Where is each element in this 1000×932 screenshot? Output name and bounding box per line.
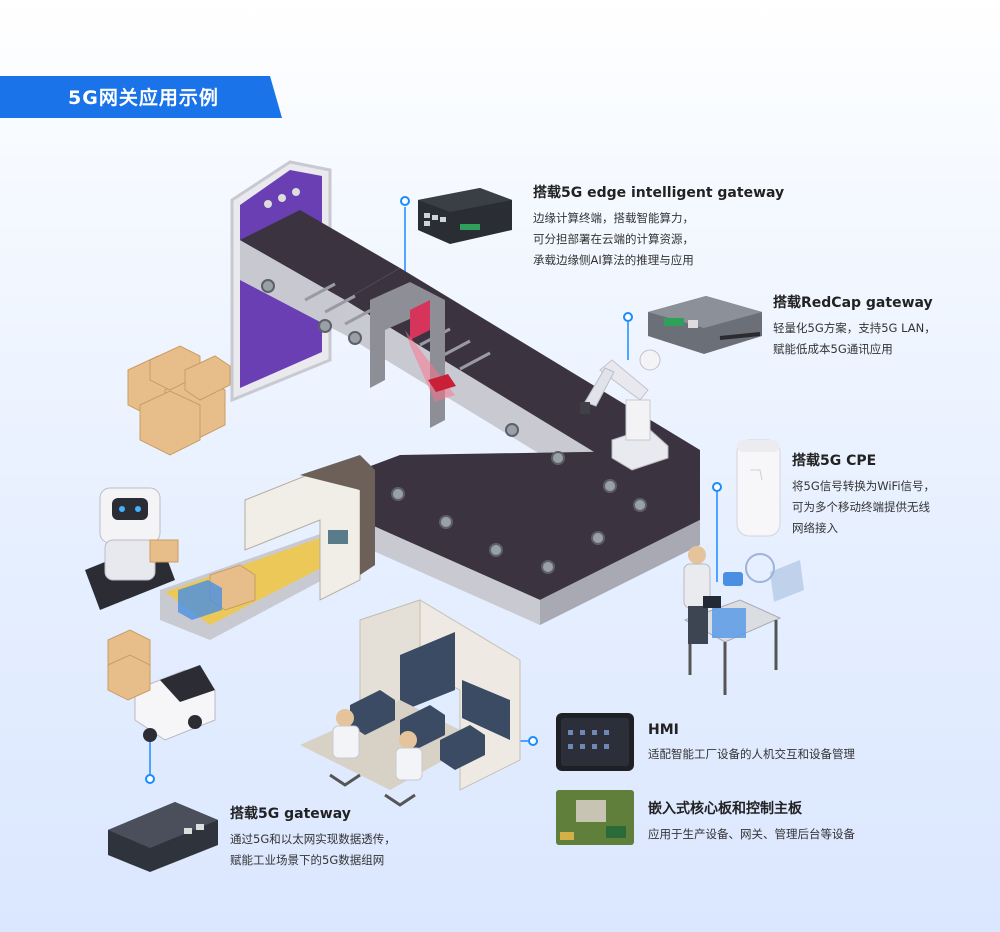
- redcap-line: 赋能低成本5G通讯应用: [773, 342, 893, 356]
- gateway-title: 搭载5G gateway: [230, 806, 351, 822]
- redcap-gateway-device: [648, 296, 762, 354]
- gateway-line: 赋能工业场景下的5G数据组网: [230, 853, 385, 867]
- redcap-marker[interactable]: [623, 312, 633, 322]
- worker-cpe-station: [683, 546, 804, 695]
- cpe-marker[interactable]: [712, 482, 722, 492]
- edge-gateway-marker[interactable]: [400, 196, 410, 206]
- edge-gateway-line: 承载边缘侧AI算法的推理与应用: [533, 253, 694, 267]
- redcap-callout: 搭载RedCap gateway 轻量化5G方案，支持5G LAN， 赋能低成本…: [773, 292, 936, 360]
- edge-gateway-device: [418, 188, 512, 244]
- cpe-callout: 搭载5G CPE 将5G信号转换为WiFi信号， 可为多个移动终端提供无线 网络…: [792, 450, 935, 539]
- section-title: 5G网关应用示例: [68, 87, 219, 109]
- cpe-line: 可为多个移动终端提供无线: [792, 500, 930, 514]
- redcap-title: 搭载RedCap gateway: [773, 295, 933, 311]
- packing-machine: [178, 455, 375, 620]
- scanner-gate: [370, 282, 456, 428]
- box-stack: [127, 345, 231, 456]
- cpe-title: 搭载5G CPE: [792, 453, 877, 469]
- edge-gateway-line: 边缘计算终端，搭载智能算力，: [533, 211, 694, 225]
- edge-gateway-title: 搭载5G edge intelligent gateway: [533, 185, 785, 201]
- cpe-line: 网络接入: [792, 521, 838, 535]
- board-callout: 嵌入式核心板和控制主板 应用于生产设备、网关、管理后台等设备: [648, 798, 855, 845]
- robot-arm: [580, 349, 669, 471]
- control-console: [300, 599, 521, 807]
- redcap-line: 轻量化5G方案，支持5G LAN，: [773, 321, 936, 335]
- gateway-callout: 搭载5G gateway 通过5G和以太网实现数据透传， 赋能工业场景下的5G数…: [230, 803, 396, 871]
- cpe-line: 将5G信号转换为WiFi信号，: [792, 479, 936, 493]
- board-line: 应用于生产设备、网关、管理后台等设备: [648, 827, 855, 841]
- 5g-gateway-device: [108, 802, 218, 872]
- delivery-cart: [107, 629, 216, 742]
- hmi-title: HMI: [648, 722, 679, 738]
- hmi-device: [556, 713, 634, 771]
- embedded-board: [556, 790, 634, 845]
- service-robot: [85, 487, 179, 610]
- gateway-line: 通过5G和以太网实现数据透传，: [230, 832, 396, 846]
- hmi-callout: HMI 适配智能工厂设备的人机交互和设备管理: [648, 722, 855, 765]
- board-title: 嵌入式核心板和控制主板: [648, 801, 802, 817]
- edge-gateway-callout: 搭载5G edge intelligent gateway 边缘计算终端，搭载智…: [533, 182, 784, 271]
- hmi-marker[interactable]: [528, 736, 538, 746]
- section-banner: [0, 76, 282, 118]
- edge-gateway-line: 可分担部署在云端的计算资源，: [533, 232, 694, 246]
- cpe-device: [736, 439, 781, 537]
- gateway-marker[interactable]: [145, 774, 155, 784]
- hmi-line: 适配智能工厂设备的人机交互和设备管理: [648, 747, 855, 761]
